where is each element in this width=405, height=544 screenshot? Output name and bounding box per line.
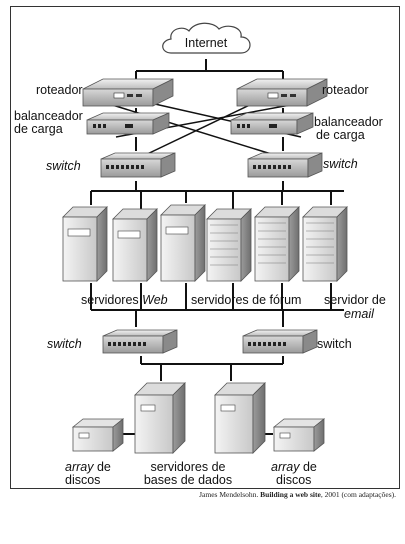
caption-title: Building a web site	[260, 490, 321, 499]
router-left	[82, 78, 174, 107]
diagram-frame: Internet	[10, 6, 400, 489]
lb-right-label-line1: balanceador	[314, 115, 383, 129]
db-server-right	[214, 382, 266, 454]
forum-servers-label: servidores de fórum	[191, 293, 301, 307]
lb-left-label-line1: balanceador	[14, 109, 83, 123]
source-caption: James Mendelsohn. Building a web site, 2…	[0, 490, 396, 499]
switch-top-right-label: switch	[323, 157, 358, 171]
lb-right-label-line2: de carga	[316, 128, 365, 142]
email-server	[302, 206, 348, 282]
switch-top-left	[100, 152, 176, 178]
array-left-label-line2: discos	[65, 473, 100, 487]
switch-bottom-left-label: switch	[47, 337, 82, 351]
network-diagram: Internet	[14, 22, 386, 487]
db-servers-label-line1: servidores de	[150, 460, 225, 474]
switch-bottom-left	[102, 329, 178, 354]
router-right	[236, 78, 328, 107]
switch-bottom-right-label: switch	[317, 337, 352, 351]
caption-rest: , 2001 (com adaptações).	[320, 490, 396, 499]
forum-server-1	[206, 208, 252, 282]
caption-author: James Mendelsohn.	[199, 490, 261, 499]
web-server-1	[62, 206, 108, 282]
forum-server-2	[254, 206, 300, 282]
array-left-label-line1: array de	[65, 460, 111, 474]
load-balancer-right	[230, 112, 314, 135]
diagram-labels: roteador roteador balanceador de carga b…	[14, 83, 386, 487]
router-left-label: roteador	[36, 83, 83, 97]
db-server-left	[134, 382, 186, 454]
internet-cloud: Internet	[162, 22, 251, 54]
disk-array-left	[71, 418, 125, 452]
switch-bottom-right	[242, 329, 318, 354]
web-server-2	[112, 208, 158, 282]
disk-array-right	[272, 418, 326, 452]
switch-top-left-label: switch	[46, 159, 81, 173]
lb-left-label-line2: de carga	[14, 122, 63, 136]
internet-label: Internet	[185, 36, 228, 50]
web-server-3	[160, 204, 206, 282]
email-server-label-line1: servidor de	[324, 293, 386, 307]
array-right-label-line1: array de	[271, 460, 317, 474]
db-servers-label-line2: bases de dados	[144, 473, 232, 487]
web-servers-label: servidores Web	[81, 293, 168, 307]
load-balancer-left	[86, 112, 170, 135]
router-right-label: roteador	[322, 83, 369, 97]
switch-top-right	[247, 152, 323, 178]
email-server-label-line2: email	[344, 307, 375, 321]
array-right-label-line2: discos	[276, 473, 311, 487]
